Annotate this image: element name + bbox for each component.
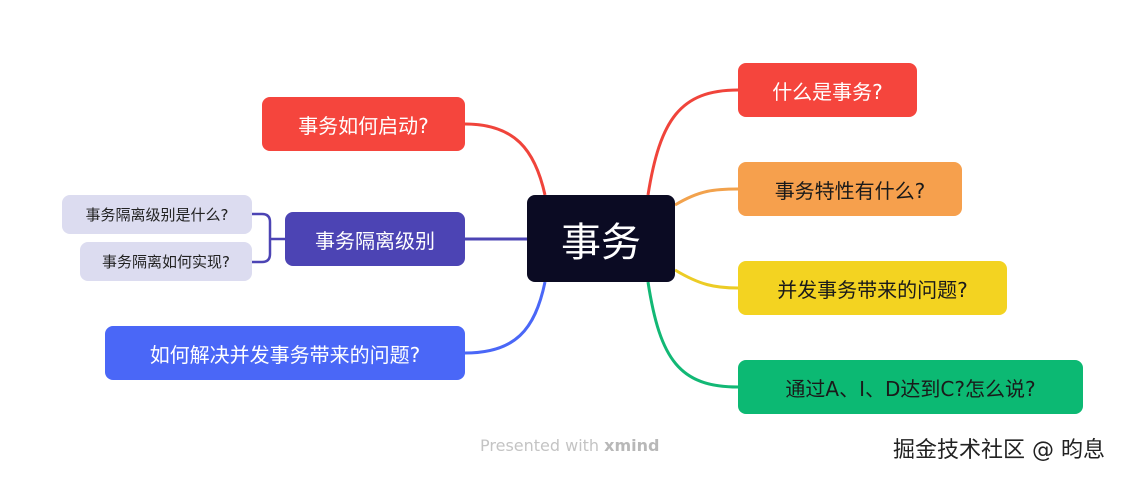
branch-isolation-level[interactable]: 事务隔离级别 xyxy=(285,212,465,266)
connector-left-1 xyxy=(464,122,547,196)
presented-with-text: Presented with xyxy=(480,436,600,455)
branch-label: 什么是事务? xyxy=(772,79,883,104)
branch-solve-concurrency[interactable]: 如何解决并发事务带来的问题? xyxy=(105,326,465,380)
root-node[interactable]: 事务 xyxy=(527,195,675,282)
branch-label: 如何解决并发事务带来的问题? xyxy=(149,342,421,367)
branch-label: 通过A、I、D达到C?怎么说? xyxy=(785,376,1036,401)
branch-what-is-transaction[interactable]: 什么是事务? xyxy=(738,63,917,117)
watermark: 掘金技术社区 @ 昀息 xyxy=(893,438,1105,463)
branch-transaction-properties[interactable]: 事务特性有什么? xyxy=(738,162,962,216)
branch-how-to-start[interactable]: 事务如何启动? xyxy=(262,97,465,151)
branch-label: 事务特性有什么? xyxy=(774,178,926,203)
connector-right-3 xyxy=(674,268,739,290)
subbranch-isolation-how[interactable]: 事务隔离如何实现? xyxy=(80,242,252,281)
subbranch-label: 事务隔离级别是什么? xyxy=(85,206,229,224)
branch-aid-to-c[interactable]: 通过A、I、D达到C?怎么说? xyxy=(738,360,1083,414)
branch-concurrency-problems[interactable]: 并发事务带来的问题? xyxy=(738,261,1007,315)
connector-sub-bracket xyxy=(252,212,285,264)
connector-left-3 xyxy=(464,281,547,355)
presented-with-footer: Presented with xmind xyxy=(480,436,659,455)
connector-right-2 xyxy=(674,187,739,207)
connector-right-1 xyxy=(646,88,739,196)
branch-label: 事务如何启动? xyxy=(298,113,429,138)
connector-right-4 xyxy=(646,281,739,389)
xmind-brand: xmind xyxy=(604,436,660,455)
subbranch-isolation-what[interactable]: 事务隔离级别是什么? xyxy=(62,195,252,234)
root-label: 事务 xyxy=(561,219,641,266)
branch-label: 并发事务带来的问题? xyxy=(777,277,968,302)
branch-label: 事务隔离级别 xyxy=(315,228,435,253)
subbranch-label: 事务隔离如何实现? xyxy=(102,253,230,271)
